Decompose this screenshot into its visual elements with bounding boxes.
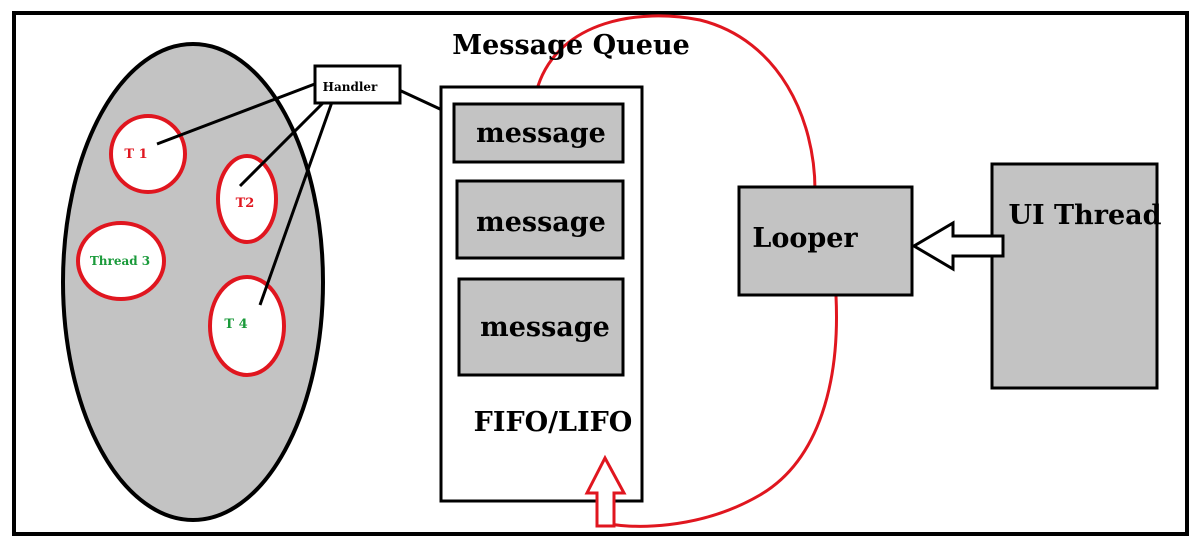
looper-cycle-curve-bottom <box>599 295 838 528</box>
handler-box <box>313 64 402 105</box>
ui-thread-box <box>990 162 1159 390</box>
ui-thread-label: UI Thread <box>1008 200 1161 231</box>
connector-t2-handler <box>238 98 328 188</box>
looper-label: Looper <box>752 223 858 254</box>
message-label-3: message <box>480 312 610 343</box>
queue-title: Message Queue <box>452 30 690 61</box>
dequeue-arrow <box>584 454 627 528</box>
ui-to-looper-arrow <box>911 220 1005 272</box>
thread-3-label: Thread 3 <box>90 254 150 268</box>
thread-t4-label: T 4 <box>224 317 247 332</box>
thread-t2 <box>216 154 278 244</box>
thread-3 <box>76 221 166 301</box>
thread-t1 <box>109 114 187 194</box>
handler-label: Handler <box>323 80 378 94</box>
thread-t1-label: T 1 <box>124 147 147 162</box>
looper-cycle-curve-top <box>536 14 817 191</box>
thread-t2-label: T2 <box>236 196 255 211</box>
message-label-1: message <box>476 118 606 149</box>
thread-t4 <box>208 275 286 377</box>
queue-order-label: FIFO/LIFO <box>474 407 633 438</box>
message-box-2 <box>455 179 625 260</box>
message-label-2: message <box>476 207 606 238</box>
looper-box <box>737 185 914 297</box>
connector-t4-handler <box>258 101 334 306</box>
connector-t1-handler <box>156 80 321 146</box>
message-box-1 <box>452 102 625 164</box>
message-box-3 <box>457 277 625 377</box>
